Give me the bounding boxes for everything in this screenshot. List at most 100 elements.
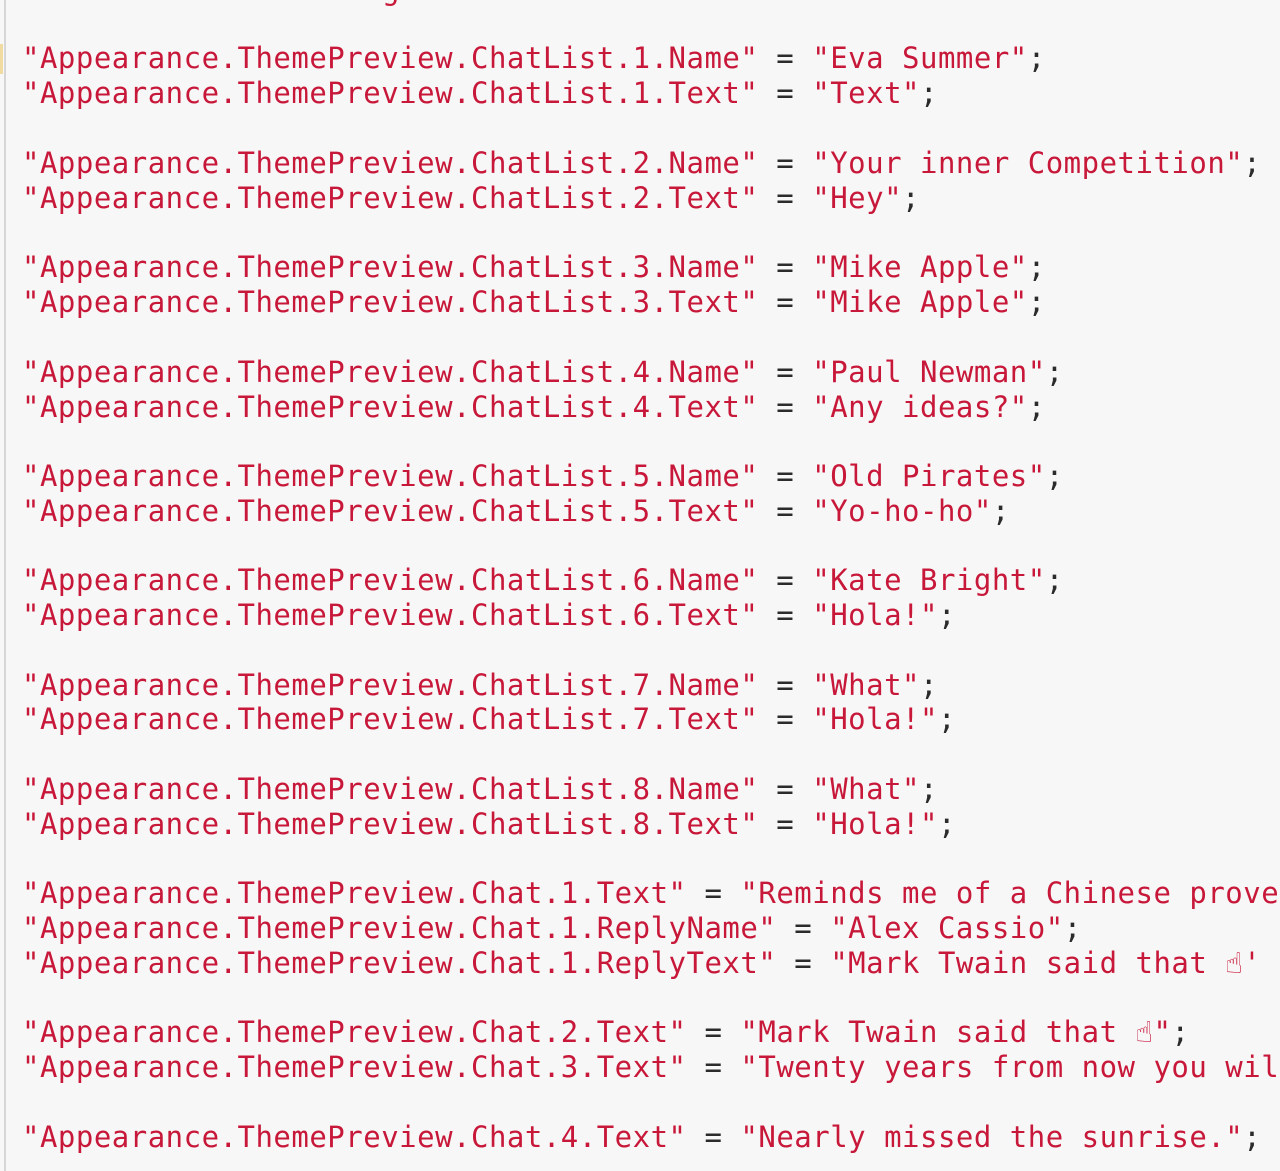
gutter-line bbox=[4, 0, 6, 1171]
assignment-operator: = bbox=[758, 459, 813, 493]
localization-value: "Any ideas?" bbox=[812, 390, 1028, 424]
localization-key: "Appearance.ThemePreview.Chat.1.ReplyTex… bbox=[22, 946, 777, 980]
localization-key: "Appearance.ThemePreview.ChatList.3.Text… bbox=[22, 285, 759, 319]
code-line[interactable]: "Appearance.ThemePreview.ChatList.3.Text… bbox=[22, 284, 1046, 320]
code-line[interactable]: "Appearance.ThemePreview.ChatList.8.Name… bbox=[22, 771, 938, 807]
localization-key: "Appearance.ThemePreview.Chat.1.Text" bbox=[22, 876, 687, 910]
code-line[interactable]: "Appearance.ThemePreview.ChatList.4.Text… bbox=[22, 389, 1046, 425]
assignment-operator: = bbox=[686, 1015, 741, 1049]
localization-value: "What" bbox=[812, 668, 920, 702]
assignment-operator: = bbox=[758, 41, 813, 75]
statement-terminator: ; bbox=[1171, 1015, 1190, 1049]
code-line[interactable]: "Appearance.ThemePreview.ChatList.5.Name… bbox=[22, 458, 1064, 494]
statement-terminator: ; bbox=[1027, 250, 1046, 284]
localization-value: "Mark Twain said that ☝" bbox=[740, 1015, 1172, 1049]
localization-value: "Hola!" bbox=[812, 702, 938, 736]
clipped-text-fragment: g bbox=[382, 0, 399, 8]
modified-line-marker bbox=[0, 44, 3, 74]
code-line[interactable]: "Appearance.ThemePreview.Chat.4.Text" = … bbox=[22, 1119, 1261, 1155]
localization-key: "Appearance.ThemePreview.Chat.4.Text" bbox=[22, 1120, 687, 1154]
localization-key: "Appearance.ThemePreview.Chat.2.Text" bbox=[22, 1015, 687, 1049]
localization-key: "Appearance.ThemePreview.ChatList.7.Name… bbox=[22, 668, 759, 702]
statement-terminator: ; bbox=[1027, 390, 1046, 424]
code-line[interactable]: "Appearance.ThemePreview.Chat.1.ReplyNam… bbox=[22, 910, 1082, 946]
localization-value: "Old Pirates" bbox=[812, 459, 1046, 493]
code-line[interactable]: "Appearance.ThemePreview.ChatList.6.Name… bbox=[22, 562, 1064, 598]
assignment-operator: = bbox=[758, 702, 813, 736]
code-line[interactable]: "Appearance.ThemePreview.ChatList.8.Text… bbox=[22, 806, 956, 842]
assignment-operator: = bbox=[758, 598, 813, 632]
assignment-operator: = bbox=[758, 563, 813, 597]
statement-terminator: ; bbox=[1045, 563, 1064, 597]
localization-value: "Hey" bbox=[812, 181, 903, 215]
localization-key: "Appearance.ThemePreview.ChatList.2.Text… bbox=[22, 181, 759, 215]
statement-terminator: ; bbox=[920, 76, 938, 110]
assignment-operator: = bbox=[758, 285, 813, 319]
localization-key: "Appearance.ThemePreview.ChatList.8.Text… bbox=[22, 807, 759, 841]
localization-key: "Appearance.ThemePreview.Chat.1.ReplyNam… bbox=[22, 911, 777, 945]
localization-key: "Appearance.ThemePreview.ChatList.1.Name… bbox=[22, 41, 759, 75]
statement-terminator: ; bbox=[1243, 1120, 1262, 1154]
assignment-operator: = bbox=[758, 181, 813, 215]
localization-value: "Kate Bright" bbox=[812, 563, 1046, 597]
localization-value: "Mark Twain said that ☝' bbox=[830, 946, 1262, 980]
assignment-operator: = bbox=[758, 772, 813, 806]
statement-terminator: ; bbox=[920, 668, 938, 702]
code-line[interactable]: "Appearance.ThemePreview.ChatList.7.Name… bbox=[22, 667, 938, 703]
code-line[interactable]: "Appearance.ThemePreview.ChatList.2.Text… bbox=[22, 180, 920, 216]
localization-value: "Your inner Competition" bbox=[812, 146, 1244, 180]
code-line[interactable]: "Appearance.ThemePreview.ChatList.7.Text… bbox=[22, 701, 956, 737]
localization-value: "Alex Cassio" bbox=[830, 911, 1064, 945]
localization-key: "Appearance.ThemePreview.ChatList.3.Name… bbox=[22, 250, 759, 284]
assignment-operator: = bbox=[758, 494, 813, 528]
localization-key: "Appearance.ThemePreview.ChatList.6.Name… bbox=[22, 563, 759, 597]
code-line[interactable]: "Appearance.ThemePreview.Chat.3.Text" = … bbox=[22, 1049, 1279, 1085]
code-line[interactable]: "Appearance.ThemePreview.Chat.1.ReplyTex… bbox=[22, 945, 1261, 981]
statement-terminator: ; bbox=[937, 807, 956, 841]
code-line[interactable]: "Appearance.ThemePreview.ChatList.3.Name… bbox=[22, 249, 1046, 285]
statement-terminator: ; bbox=[920, 772, 938, 806]
localization-key: "Appearance.ThemePreview.ChatList.2.Name… bbox=[22, 146, 759, 180]
assignment-operator: = bbox=[758, 76, 813, 110]
localization-value: "Reminds me of a Chinese prove bbox=[740, 876, 1280, 910]
code-line[interactable]: "Appearance.ThemePreview.ChatList.2.Name… bbox=[22, 145, 1261, 181]
localization-value: "Twenty years from now you wil bbox=[740, 1050, 1280, 1084]
localization-key: "Appearance.ThemePreview.Chat.3.Text" bbox=[22, 1050, 687, 1084]
code-line[interactable]: "Appearance.ThemePreview.ChatList.6.Text… bbox=[22, 597, 956, 633]
code-line[interactable]: "Appearance.ThemePreview.Chat.2.Text" = … bbox=[22, 1014, 1189, 1050]
assignment-operator: = bbox=[758, 355, 813, 389]
localization-value: "Paul Newman" bbox=[812, 355, 1046, 389]
assignment-operator: = bbox=[686, 1120, 741, 1154]
statement-terminator: ; bbox=[937, 598, 956, 632]
statement-terminator: ; bbox=[1045, 355, 1064, 389]
localization-key: "Appearance.ThemePreview.ChatList.4.Text… bbox=[22, 390, 759, 424]
assignment-operator: = bbox=[758, 807, 813, 841]
localization-value: "Mike Apple" bbox=[812, 250, 1028, 284]
localization-value: "Text" bbox=[812, 76, 920, 110]
assignment-operator: = bbox=[758, 250, 813, 284]
statement-terminator: ; bbox=[1243, 146, 1262, 180]
localization-key: "Appearance.ThemePreview.ChatList.8.Name… bbox=[22, 772, 759, 806]
assignment-operator: = bbox=[686, 1050, 741, 1084]
assignment-operator: = bbox=[758, 668, 813, 702]
code-line[interactable]: "Appearance.ThemePreview.Chat.1.Text" = … bbox=[22, 875, 1279, 911]
assignment-operator: = bbox=[776, 946, 831, 980]
statement-terminator: ; bbox=[937, 702, 956, 736]
localization-value: "Eva Summer" bbox=[812, 41, 1028, 75]
code-line[interactable]: "Appearance.ThemePreview.ChatList.1.Name… bbox=[22, 40, 1046, 76]
localization-value: "Hola!" bbox=[812, 807, 938, 841]
assignment-operator: = bbox=[686, 876, 741, 910]
localization-value: "Nearly missed the sunrise." bbox=[740, 1120, 1244, 1154]
code-line[interactable]: "Appearance.ThemePreview.ChatList.5.Text… bbox=[22, 493, 1010, 529]
statement-terminator: ; bbox=[1063, 911, 1082, 945]
localization-key: "Appearance.ThemePreview.ChatList.4.Name… bbox=[22, 355, 759, 389]
code-area[interactable]: g "Appearance.ThemePreview.ChatList.1.Na… bbox=[22, 0, 1280, 1171]
localization-key: "Appearance.ThemePreview.ChatList.1.Text… bbox=[22, 76, 759, 110]
localization-value: "Yo-ho-ho" bbox=[812, 494, 992, 528]
localization-key: "Appearance.ThemePreview.ChatList.5.Text… bbox=[22, 494, 759, 528]
code-line[interactable]: "Appearance.ThemePreview.ChatList.1.Text… bbox=[22, 75, 938, 111]
localization-value: "Hola!" bbox=[812, 598, 938, 632]
code-line[interactable]: "Appearance.ThemePreview.ChatList.4.Name… bbox=[22, 354, 1064, 390]
statement-terminator: ; bbox=[902, 181, 921, 215]
